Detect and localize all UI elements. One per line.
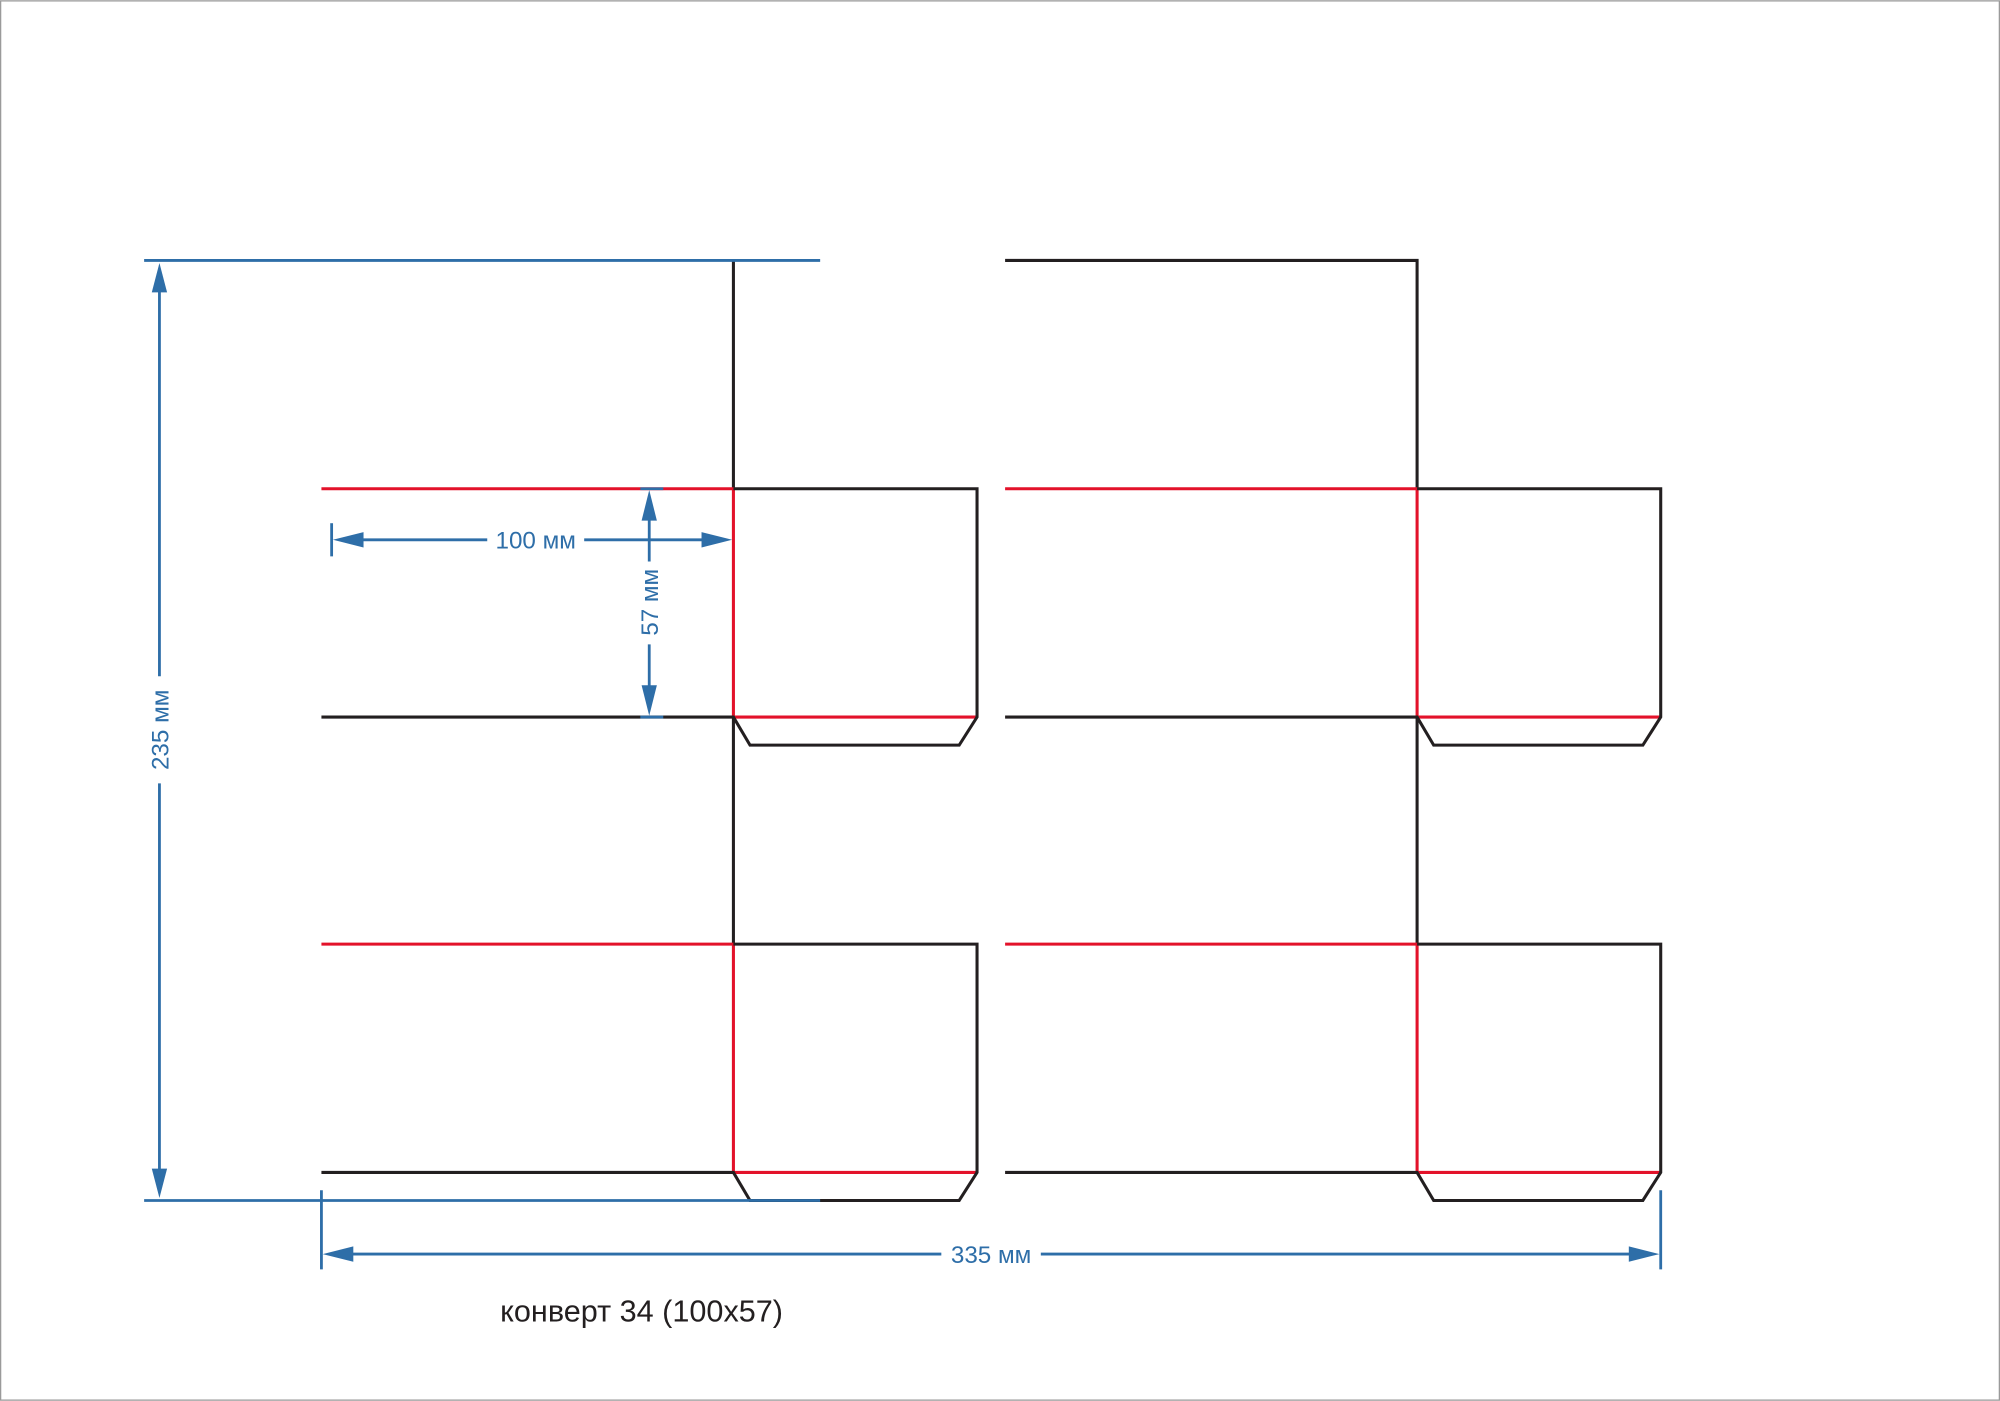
fold-line bbox=[321, 487, 978, 719]
right-envelope bbox=[1005, 258, 1663, 1203]
envelope-width-label: 100 мм bbox=[495, 528, 575, 555]
fold-line bbox=[1005, 487, 1661, 719]
envelope-height-label: 57 мм bbox=[637, 569, 664, 636]
cut-line bbox=[321, 942, 979, 1203]
total-width-label: 335 мм bbox=[951, 1242, 1031, 1269]
envelope-width-dimension: 100 мм bbox=[330, 523, 733, 557]
cut-line bbox=[1005, 942, 1663, 1203]
total-height-dimension: 235 мм bbox=[144, 259, 821, 1202]
total-height-label: 235 мм bbox=[147, 690, 174, 770]
fold-line bbox=[1005, 942, 1661, 1174]
total-width-dimension: 335 мм bbox=[320, 1190, 1663, 1270]
left-envelope bbox=[321, 260, 979, 1203]
envelope-height-dimension: 57 мм bbox=[637, 487, 664, 719]
fold-line bbox=[321, 942, 978, 1174]
top-flap-edge bbox=[1005, 258, 1419, 489]
diagram-title: конверт 34 (100x57) bbox=[500, 1295, 783, 1329]
